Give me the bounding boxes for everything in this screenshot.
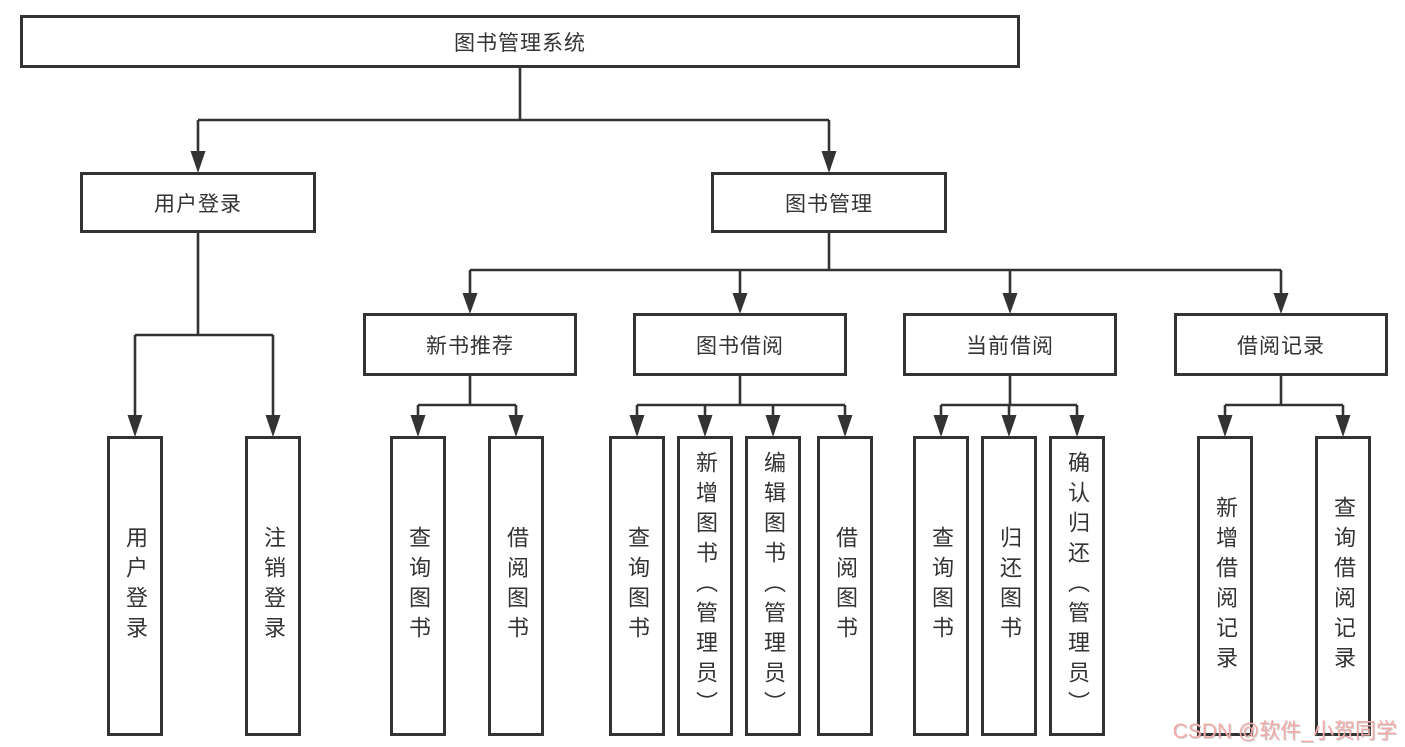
leaf-query-book-current: 查询图书 (913, 436, 969, 736)
leaf-user-login: 用户登录 (107, 436, 163, 736)
csdn-watermark: CSDN @软件_小贺同学 (1172, 720, 1397, 743)
node-root: 图书管理系统 (20, 15, 1020, 68)
leaf-confirm-return-admin: 确认归还（管理员） (1049, 436, 1105, 736)
leaf-add-borrow-record-label: 新增借阅记录 (1213, 496, 1238, 676)
node-new-book-recommend: 新书推荐 (363, 313, 577, 376)
leaf-borrow-book-label: 借阅图书 (833, 526, 858, 646)
leaf-logout-label: 注销登录 (261, 526, 286, 646)
leaf-add-borrow-record: 新增借阅记录 (1197, 436, 1253, 736)
leaf-query-book-borrow-label: 查询图书 (625, 526, 650, 646)
leaf-query-borrow-record-label: 查询借阅记录 (1331, 496, 1356, 676)
node-book-borrow: 图书借阅 (633, 313, 847, 376)
node-book-management: 图书管理 (711, 172, 947, 233)
leaf-query-book-recommend: 查询图书 (390, 436, 446, 736)
leaf-query-book-recommend-label: 查询图书 (406, 526, 431, 646)
leaf-borrow-book-recommend-label: 借阅图书 (504, 526, 529, 646)
leaf-add-book-admin-label: 新增图书（管理员） (693, 451, 718, 721)
leaf-user-login-label: 用户登录 (123, 526, 148, 646)
leaf-edit-book-admin-label: 编辑图书（管理员） (761, 451, 786, 721)
leaf-query-book-borrow: 查询图书 (609, 436, 665, 736)
node-borrow-records: 借阅记录 (1174, 313, 1388, 376)
leaf-query-borrow-record: 查询借阅记录 (1315, 436, 1371, 736)
leaf-add-book-admin: 新增图书（管理员） (677, 436, 733, 736)
leaf-borrow-book: 借阅图书 (817, 436, 873, 736)
node-current-borrow: 当前借阅 (903, 313, 1117, 376)
leaf-edit-book-admin: 编辑图书（管理员） (745, 436, 801, 736)
leaf-borrow-book-recommend: 借阅图书 (488, 436, 544, 736)
leaf-return-book: 归还图书 (981, 436, 1037, 736)
leaf-query-book-current-label: 查询图书 (929, 526, 954, 646)
leaf-logout: 注销登录 (245, 436, 301, 736)
leaf-confirm-return-admin-label: 确认归还（管理员） (1065, 451, 1090, 721)
leaf-return-book-label: 归还图书 (997, 526, 1022, 646)
node-user-login: 用户登录 (80, 172, 316, 233)
